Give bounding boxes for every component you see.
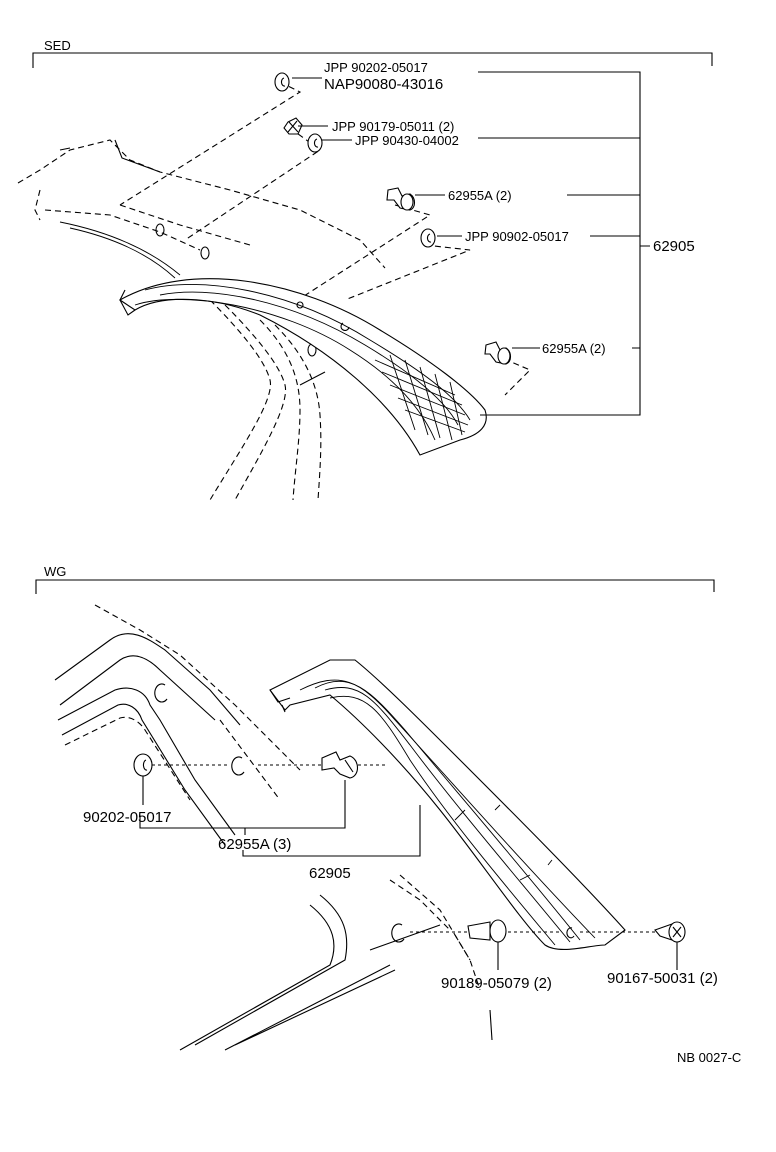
- c-clip-mark-icon: [154, 683, 168, 703]
- sed-hole: [200, 246, 210, 260]
- label-90189-05079: 90189-05079 (2): [441, 975, 552, 992]
- wg-garnish-62905: [269, 659, 626, 950]
- c-clip-mark-icon: [231, 756, 245, 776]
- label-jpp-90179-05011: JPP 90179-05011 (2): [332, 119, 454, 134]
- sed-title: SED: [44, 38, 71, 53]
- nut-icon: [283, 117, 303, 135]
- washer-icon: [307, 133, 323, 153]
- clip-icon: [484, 341, 512, 365]
- sed-section: SED: [17, 38, 713, 501]
- sed-frame-bracket: [32, 52, 713, 68]
- clip-icon: [467, 919, 507, 943]
- sed-hole: [155, 223, 165, 237]
- c-clip-mark-icon: [391, 923, 405, 943]
- label-90202-05017-wg: 90202-05017: [83, 809, 171, 826]
- sed-bracket: [478, 71, 641, 416]
- label-90167-50031: 90167-50031 (2): [607, 970, 718, 987]
- label-62955a-2-lower: 62955A (2): [542, 341, 606, 356]
- clip-icon: [274, 72, 290, 92]
- wg-title: WG: [44, 564, 66, 579]
- label-nap-90080-43016: NAP90080-43016: [324, 76, 443, 93]
- clip-icon: [386, 187, 416, 211]
- wg-section: WG: [35, 564, 718, 1051]
- clip-icon: [133, 753, 153, 777]
- label-jpp-90430-04002: JPP 90430-04002: [355, 133, 459, 148]
- label-62955a-3: 62955A (3): [218, 836, 291, 853]
- label-62905-wg: 62905: [309, 865, 351, 882]
- sed-body-outline: [17, 139, 386, 269]
- label-jpp-90902-05017: JPP 90902-05017: [465, 229, 569, 244]
- clip-icon: [420, 228, 436, 248]
- clip-icon: [321, 751, 359, 779]
- footer-code: NB 0027-C: [677, 1050, 741, 1065]
- screw-icon: [654, 921, 686, 943]
- label-jpp-90202-05017: JPP 90202-05017: [324, 60, 428, 75]
- sed-garnish-62905: [118, 278, 487, 456]
- label-62955a-2-upper: 62955A (2): [448, 188, 512, 203]
- wg-frame-bracket: [35, 579, 715, 594]
- label-62905-sed: 62905: [653, 238, 695, 255]
